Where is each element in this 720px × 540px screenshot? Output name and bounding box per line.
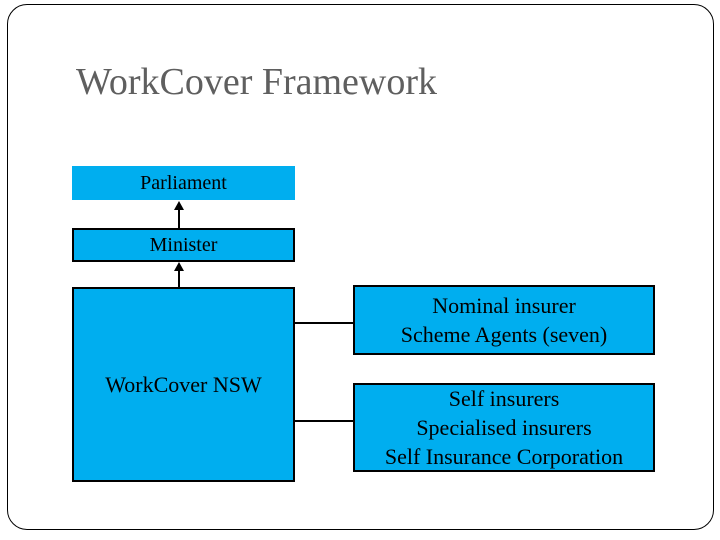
slide-title: WorkCover Framework [76,61,438,103]
node-self-insurers[interactable]: Self insurers Specialised insurers Self … [353,383,655,472]
node-workcover-nsw-label: WorkCover NSW [105,371,262,397]
arrow-shaft [178,271,180,287]
arrow-shaft [178,210,180,228]
arrow-minister-to-parliament [174,201,184,228]
node-nominal-insurer-line-2: Scheme Agents (seven) [400,322,608,347]
node-parliament[interactable]: Parliament [72,166,295,200]
arrowhead-up-icon [174,201,184,210]
node-minister[interactable]: Minister [72,228,295,262]
node-self-insurers-line-3: Self Insurance Corporation [384,444,624,469]
arrow-workcover-to-minister [174,262,184,287]
node-nominal-insurer[interactable]: Nominal insurer Scheme Agents (seven) [353,285,655,355]
slide-border [7,4,714,530]
node-parliament-label: Parliament [140,171,227,194]
node-minister-label: Minister [149,233,218,256]
node-workcover-nsw[interactable]: WorkCover NSW [72,287,295,482]
connector-workcover-to-nominal-insurer [295,322,353,324]
connector-workcover-to-self-insurers [295,420,353,422]
node-nominal-insurer-line-1: Nominal insurer [432,293,576,318]
node-self-insurers-line-1: Self insurers [448,386,560,411]
node-self-insurers-line-2: Specialised insurers [416,415,592,440]
arrowhead-up-icon [174,262,184,271]
